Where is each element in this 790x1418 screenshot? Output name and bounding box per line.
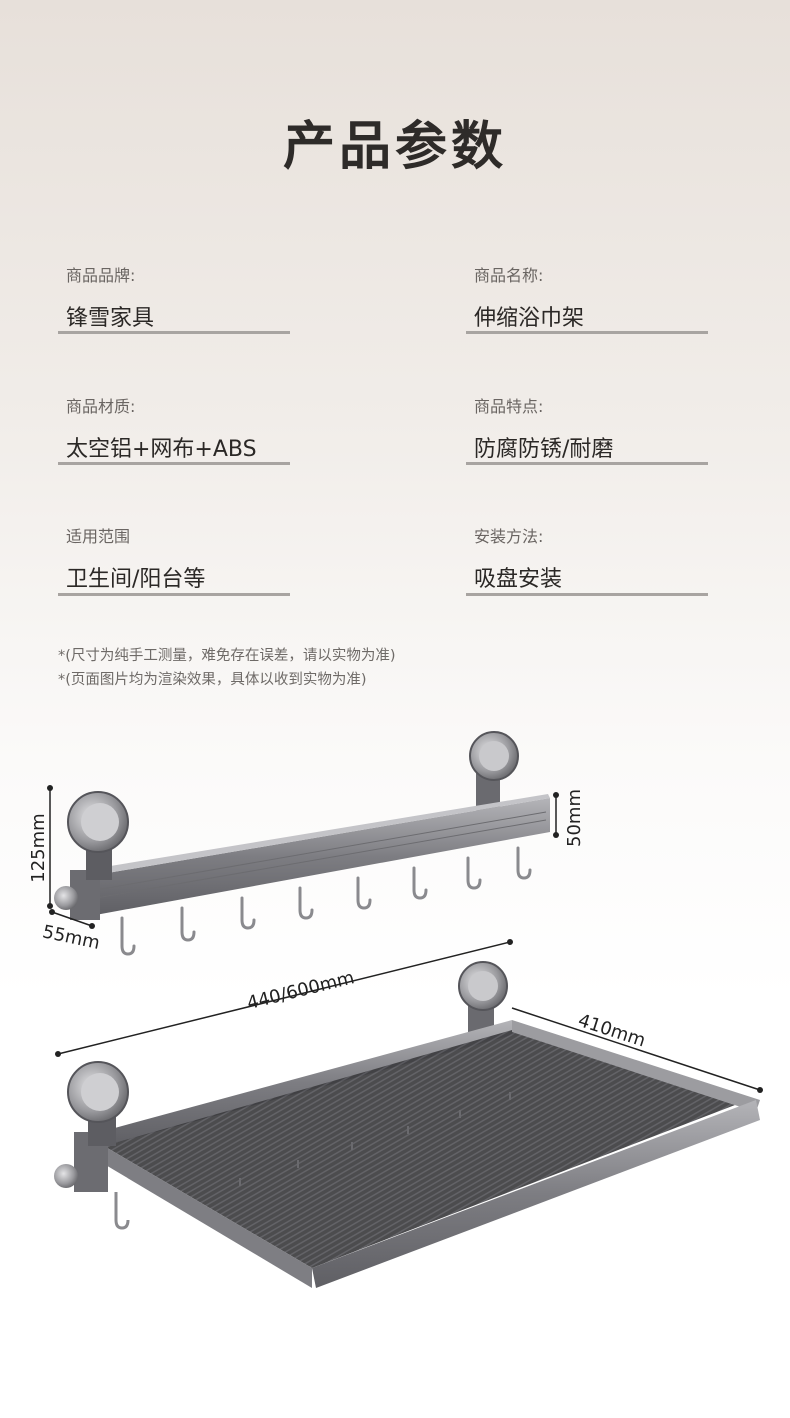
spec-value: 防腐防锈/耐磨 <box>474 437 614 462</box>
spec-name: 商品名称: 伸缩浴巾架 <box>466 262 708 334</box>
spec-value: 吸盘安装 <box>474 567 563 592</box>
disclaimer-note: *(页面图片均为渲染效果，具体以收到实物为准) <box>58 672 367 688</box>
spec-label: 商品品牌: <box>66 266 136 285</box>
hook-rail <box>47 731 559 956</box>
dim-line <box>57 941 511 1055</box>
spec-brand: 商品品牌: 锋雪家具 <box>58 262 298 334</box>
spec-install: 安装方法: 吸盘安装 <box>466 523 708 596</box>
hook-icon <box>466 856 482 890</box>
hook-icon <box>114 1192 130 1230</box>
spec-feature: 商品特点: 防腐防锈/耐磨 <box>466 393 708 465</box>
rail-top <box>86 794 550 876</box>
dim-line <box>51 911 93 927</box>
divider <box>466 462 708 465</box>
divider <box>58 593 290 596</box>
divider <box>58 462 290 465</box>
spec-label: 商品名称: <box>474 266 544 285</box>
knob <box>54 1164 78 1188</box>
dim-length-label: 440/600mm <box>245 967 357 1014</box>
page-title: 产品参数 <box>282 117 507 177</box>
spec-material: 商品材质: 太空铝+网布+ABS <box>58 393 298 465</box>
hook-icon <box>240 896 256 930</box>
side-frame <box>512 1020 760 1112</box>
hook-icon <box>356 876 372 910</box>
spec-value: 锋雪家具 <box>66 306 155 331</box>
divider <box>466 593 708 596</box>
front-frame <box>312 1100 760 1288</box>
hook-icon <box>412 866 428 900</box>
spec-label: 安装方法: <box>474 527 544 546</box>
product-dimension-drawing: 125mm 55mm 50mm <box>28 731 763 1288</box>
mesh-panel <box>104 1030 735 1268</box>
hook-icon <box>180 906 196 942</box>
back-rail <box>100 1020 516 1146</box>
knob <box>54 886 78 910</box>
suction-cup-face <box>81 803 119 841</box>
spec-label: 商品特点: <box>474 397 544 416</box>
dim-line <box>511 1007 761 1091</box>
hooks <box>239 1092 511 1186</box>
spec-scope: 适用范围 卫生间/阳台等 <box>58 523 298 596</box>
dim-height-label: 125mm <box>28 813 49 882</box>
mesh-shelf <box>54 939 763 1288</box>
hook-icon <box>298 886 314 920</box>
hooks <box>120 846 532 956</box>
spec-value: 卫生间/阳台等 <box>66 567 206 592</box>
divider <box>466 331 708 334</box>
spec-value: 太空铝+网布+ABS <box>66 437 257 462</box>
spec-value: 伸缩浴巾架 <box>474 306 585 331</box>
hook-icon <box>516 846 532 880</box>
suction-cup-face <box>479 741 509 771</box>
spec-label: 商品材质: <box>66 397 136 416</box>
divider <box>58 331 290 334</box>
hook-icon <box>120 916 136 956</box>
disclaimer-note: *(尺寸为纯手工测量，难免存在误差，请以实物为准) <box>58 648 396 664</box>
extension-bar <box>104 1146 312 1288</box>
spec-label: 适用范围 <box>66 527 131 546</box>
rail-body <box>90 798 550 916</box>
dim-rail-height-label: 50mm <box>564 789 585 847</box>
